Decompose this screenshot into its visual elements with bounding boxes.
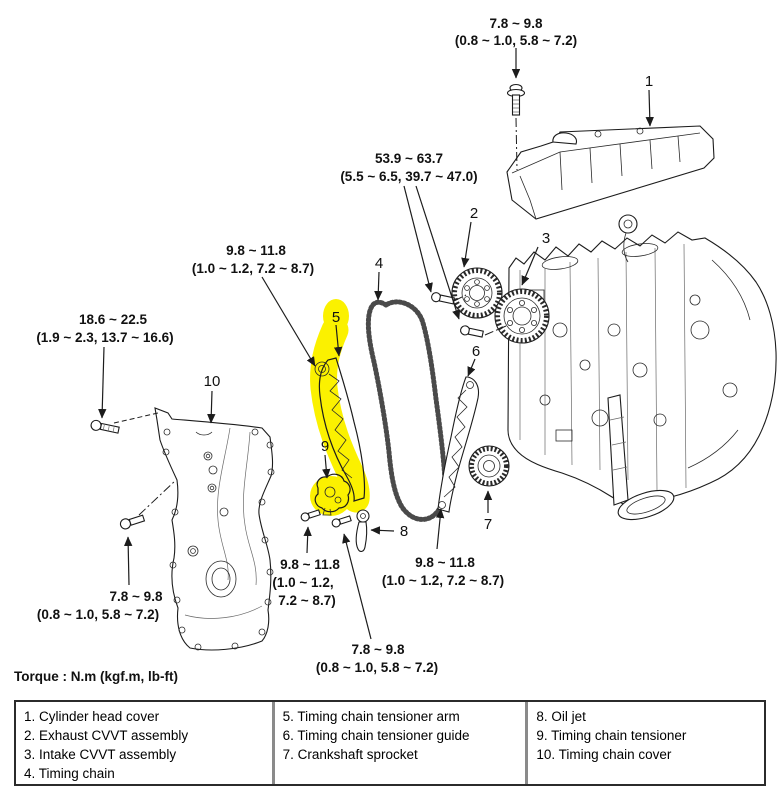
legend-column-3: 8. Oil jet 9. Timing chain tensioner 10.…: [525, 702, 764, 784]
torque-oil-jet-1: 7.8 ~ 9.8: [352, 642, 405, 657]
legend-item: 10. Timing chain cover: [536, 747, 672, 762]
part-7-crankshaft-sprocket: [468, 445, 510, 487]
part-1-cylinder-head-cover: [506, 125, 715, 220]
cvvt-center-bolt-upper: [431, 292, 455, 305]
torque-cover-upper-1: 18.6 ~ 22.5: [79, 312, 147, 327]
torque-tensioner-1: 9.8 ~ 11.8: [280, 557, 340, 572]
legend-column-1: 1. Cylinder head cover 2. Exhaust CVVT a…: [16, 702, 272, 784]
torque-callouts: 7.8 ~ 9.8 (0.8 ~ 1.0, 5.8 ~ 7.2) 53.9 ~ …: [36, 16, 577, 675]
legend-item: 4. Timing chain: [24, 766, 115, 781]
torque-arm-pivot-2: (1.0 ~ 1.2, 7.2 ~ 8.7): [192, 261, 314, 276]
legend-item: 8. Oil jet: [536, 709, 586, 724]
legend-item: 3. Intake CVVT assembly: [24, 747, 177, 762]
part-6-tensioner-guide: [437, 376, 480, 513]
torque-guide-2: (1.0 ~ 1.2, 7.2 ~ 8.7): [382, 573, 504, 588]
torque-head-cover-bolt-1: 7.8 ~ 9.8: [490, 16, 543, 31]
legend-item: 2. Exhaust CVVT assembly: [24, 728, 189, 743]
label-part-7: 7: [484, 516, 492, 533]
label-part-3: 3: [542, 230, 550, 247]
torque-units-note: Torque : N.m (kgf.m, lb-ft): [14, 669, 178, 684]
parts-legend-table: 1. Cylinder head cover 2. Exhaust CVVT a…: [14, 700, 766, 786]
torque-tensioner-3: 7.2 ~ 8.7): [278, 593, 335, 608]
torque-oil-jet-2: (0.8 ~ 1.0, 5.8 ~ 7.2): [316, 660, 438, 675]
part-5-tensioner-arm: [314, 357, 366, 502]
label-part-9: 9: [321, 438, 329, 455]
engine-timing-diagram: 1 2 3 4 5 6 7 8 9 10 7.8 ~ 9.8 (0.8 ~ 1.…: [14, 16, 777, 684]
torque-cover-upper-2: (1.9 ~ 2.3, 13.7 ~ 16.6): [36, 330, 173, 345]
torque-tensioner-2: (1.0 ~ 1.2,: [272, 575, 333, 590]
torque-arm-pivot-1: 9.8 ~ 11.8: [226, 243, 286, 258]
tensioner-bolt-left: [300, 509, 321, 522]
highlight-tensioner: [310, 476, 352, 516]
legend-column-2: 5. Timing chain tensioner arm 6. Timing …: [271, 702, 526, 784]
leader-arrows: [98, 48, 654, 640]
torque-cvvt-bolts-1: 53.9 ~ 63.7: [375, 151, 443, 166]
part-2-exhaust-cvvt: [451, 267, 503, 319]
label-part-4: 4: [375, 255, 383, 272]
dipstick-handle: [618, 214, 638, 234]
part-10-timing-chain-cover: [154, 407, 275, 651]
legend-item: 6. Timing chain tensioner guide: [282, 728, 470, 743]
cover-bolt-upper: [90, 419, 120, 434]
label-part-5: 5: [332, 309, 340, 326]
cvvt-center-bolt-lower: [460, 325, 484, 338]
part-3-intake-cvvt: [494, 288, 550, 344]
highlight-overlay: [310, 299, 370, 516]
label-part-1: 1: [645, 73, 653, 90]
engine-block-drawing: [507, 214, 777, 521]
tensioner-bolt-right: [331, 515, 352, 528]
legend-item: 1. Cylinder head cover: [24, 709, 160, 724]
highlight-arm: [310, 316, 370, 513]
label-part-6: 6: [472, 343, 480, 360]
legend-item: 7. Crankshaft sprocket: [282, 747, 418, 762]
torque-head-cover-bolt-2: (0.8 ~ 1.0, 5.8 ~ 7.2): [455, 33, 577, 48]
torque-guide-1: 9.8 ~ 11.8: [415, 555, 475, 570]
torque-cvvt-bolts-2: (5.5 ~ 6.5, 39.7 ~ 47.0): [340, 169, 477, 184]
label-part-10: 10: [204, 373, 221, 390]
cover-bolt-lower: [119, 514, 146, 530]
head-cover-bolt: [506, 83, 526, 116]
part-8-oil-jet: [355, 509, 370, 552]
legend-item: 9. Timing chain tensioner: [536, 728, 687, 743]
torque-cover-lower-2: (0.8 ~ 1.0, 5.8 ~ 7.2): [37, 607, 159, 622]
legend-item: 5. Timing chain tensioner arm: [282, 709, 460, 724]
part-4-timing-chain: [365, 299, 448, 522]
part-number-labels: 1 2 3 4 5 6 7 8 9 10: [204, 73, 654, 540]
label-part-2: 2: [470, 205, 478, 222]
label-part-8: 8: [400, 523, 408, 540]
torque-cover-lower-1: 7.8 ~ 9.8: [110, 589, 163, 604]
